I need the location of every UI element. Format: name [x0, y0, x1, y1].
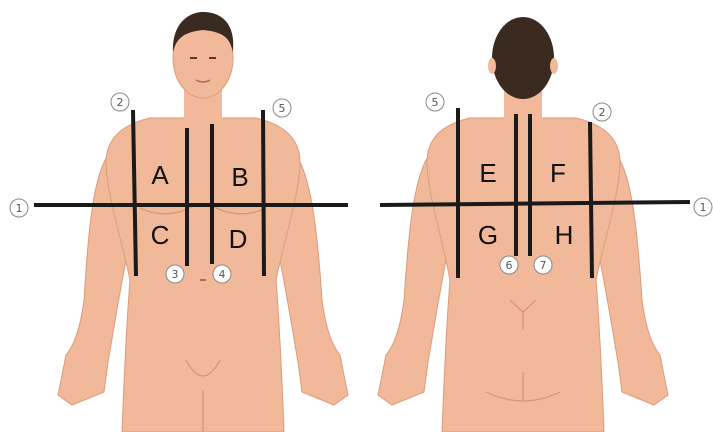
front-marker-3-label: 3	[172, 268, 179, 281]
back-marker-2: 2	[593, 103, 611, 121]
region-label-d: D	[229, 224, 248, 254]
back-marker-1-label: 1	[700, 201, 707, 214]
back-line-2	[590, 122, 592, 278]
back-right-ear	[550, 58, 558, 74]
region-label-f: F	[550, 158, 566, 188]
back-marker-6: 6	[500, 256, 518, 274]
back-marker-2-label: 2	[599, 106, 606, 119]
front-marker-1-label: 1	[16, 202, 23, 215]
front-line-5	[263, 110, 264, 276]
back-marker-5-label: 5	[432, 96, 439, 109]
back-marker-6-label: 6	[506, 259, 513, 272]
region-label-e: E	[479, 158, 496, 188]
back-marker-7: 7	[534, 256, 552, 274]
front-marker-3: 3	[166, 265, 184, 283]
region-label-c: C	[151, 220, 170, 250]
region-label-h: H	[555, 220, 574, 250]
back-marker-5: 5	[426, 93, 444, 111]
back-marker-1: 1	[694, 198, 712, 216]
front-marker-4-label: 4	[219, 268, 226, 281]
back-marker-7-label: 7	[540, 259, 547, 272]
region-label-b: B	[231, 162, 248, 192]
front-body-figure: A B C D 1 2 3 4 5	[10, 12, 348, 432]
front-marker-5-label: 5	[279, 102, 286, 115]
front-marker-2: 2	[111, 93, 129, 111]
front-marker-1: 1	[10, 199, 28, 217]
region-label-a: A	[151, 160, 169, 190]
region-label-g: G	[478, 220, 498, 250]
back-body-figure: E F G H 5 2 6 7 1	[378, 17, 712, 432]
back-left-ear	[488, 58, 496, 74]
front-marker-4: 4	[213, 265, 231, 283]
front-marker-5: 5	[273, 99, 291, 117]
back-head	[492, 17, 554, 99]
front-marker-2-label: 2	[117, 96, 124, 109]
